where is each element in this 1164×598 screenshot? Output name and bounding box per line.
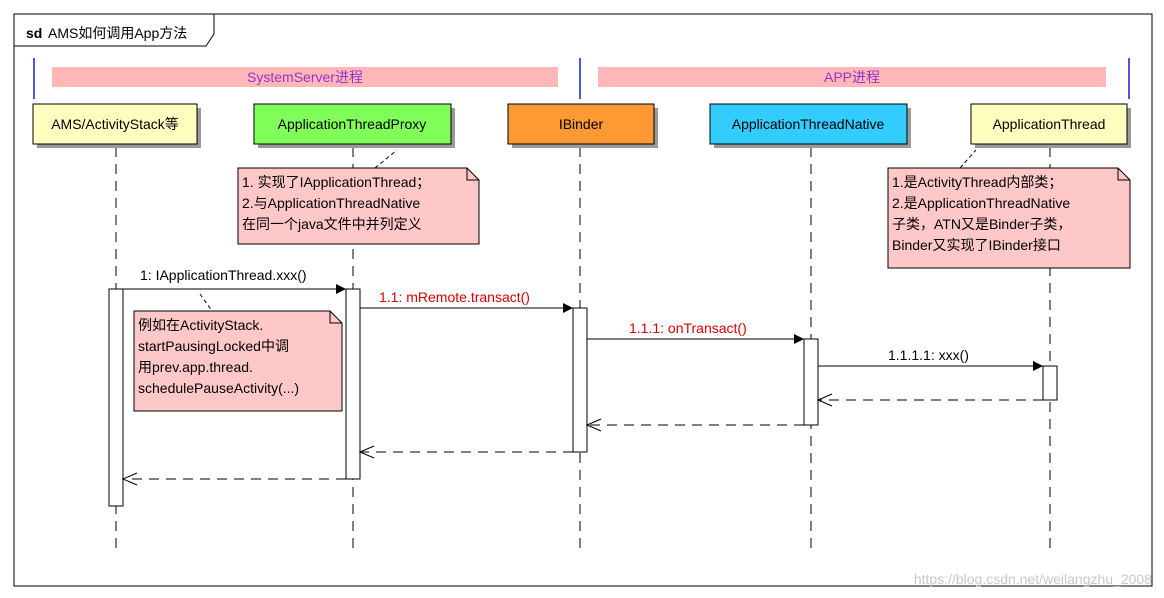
note-proxy: 1. 实现了IApplicationThread； 2.与Application… <box>237 149 480 245</box>
participant-box-native[interactable] <box>709 103 908 145</box>
watermark: https://blog.csdn.net/weilangzhu_2008 <box>914 571 1152 587</box>
process-label-system: SystemServer进程 <box>247 69 363 85</box>
message-1-1-label: 1.1: mRemote.transact() <box>379 289 530 305</box>
note-proxy-line-2: 2.与ApplicationThreadNative <box>242 195 420 211</box>
participant-box-proxy[interactable] <box>253 103 452 145</box>
participant-label-ibinder: IBinder <box>559 116 604 132</box>
note-proxy-box <box>237 167 480 245</box>
message-1-1-1-label: 1.1.1: onTransact() <box>629 320 747 336</box>
return-native-to-ibinder <box>585 418 804 432</box>
note-ams-line-1: 例如在ActivityStack. <box>138 317 263 333</box>
process-band-system <box>52 67 558 87</box>
participant-box-ibinder[interactable] <box>507 103 655 145</box>
note-thread-line-2: 2.是ApplicationThreadNative <box>892 195 1070 211</box>
note-ams-line-4: schedulePauseActivity(...) <box>138 380 299 396</box>
participant-ibinder[interactable]: IBinder <box>507 103 658 148</box>
diagram-frame <box>13 13 1153 587</box>
message-1: 1: IApplicationThread.xxx() <box>123 267 346 294</box>
return-messages <box>121 393 1043 486</box>
frame-keyword: sd <box>26 25 42 41</box>
participant-label-native: ApplicationThreadNative <box>732 116 885 132</box>
participant-native[interactable]: ApplicationThreadNative <box>709 103 911 148</box>
note-proxy-anchor <box>374 149 398 169</box>
return-proxy-to-ams <box>121 472 346 486</box>
participant-label-ams: AMS/ActivityStack等 <box>51 116 179 132</box>
message-1-label: 1: IApplicationThread.xxx() <box>140 267 307 283</box>
participant-thread[interactable]: ApplicationThread <box>970 103 1131 148</box>
note-thread-line-1: 1.是ActivityThread内部类； <box>892 174 1062 191</box>
note-proxy-line-3: 在同一个java文件中并列定义 <box>242 216 422 232</box>
message-1-1-1-1: 1.1.1.1: xxx() <box>818 347 1043 371</box>
message-1-1-1: 1.1.1: onTransact() <box>587 320 804 344</box>
message-1-1-1-1-label: 1.1.1.1: xxx() <box>888 347 969 363</box>
return-ibinder-to-proxy <box>358 445 573 459</box>
process-band-app <box>598 67 1106 87</box>
note-ams-box <box>133 310 343 412</box>
note-thread-line-3: 子类，ATN又是Binder子类， <box>892 216 1071 232</box>
note-ams-line-3: 用prev.app.thread. <box>138 359 253 375</box>
note-thread-line-4: Binder又实现了IBinder接口 <box>892 237 1061 253</box>
frame-title-tab <box>13 13 215 47</box>
activation-proxy <box>345 288 361 480</box>
activation-thread <box>1042 365 1058 401</box>
note-proxy-line-1: 1. 实现了IApplicationThread； <box>242 174 430 191</box>
note-ams: 例如在ActivityStack. startPausingLocked中调 用… <box>133 293 343 412</box>
message-1-1: 1.1: mRemote.transact() <box>360 289 573 313</box>
note-thread: 1.是ActivityThread内部类； 2.是ApplicationThre… <box>887 149 1131 269</box>
note-ams-anchor <box>199 293 213 312</box>
participant-proxy[interactable]: ApplicationThreadProxy <box>253 103 455 148</box>
frame-title: AMS如何调用App方法 <box>48 25 187 41</box>
participant-ams[interactable]: AMS/ActivityStack等 <box>32 103 201 148</box>
participant-box-thread[interactable] <box>970 103 1128 145</box>
participant-box-ams[interactable] <box>32 103 198 145</box>
note-thread-box <box>887 167 1131 269</box>
activation-ams <box>108 288 124 507</box>
participant-label-thread: ApplicationThread <box>993 116 1106 132</box>
activation-ibinder <box>572 307 588 453</box>
return-thread-to-native <box>816 393 1043 407</box>
participant-label-proxy: ApplicationThreadProxy <box>278 116 427 132</box>
activation-native <box>803 338 819 426</box>
note-ams-line-2: startPausingLocked中调 <box>138 338 289 354</box>
process-label-app: APP进程 <box>824 69 880 85</box>
